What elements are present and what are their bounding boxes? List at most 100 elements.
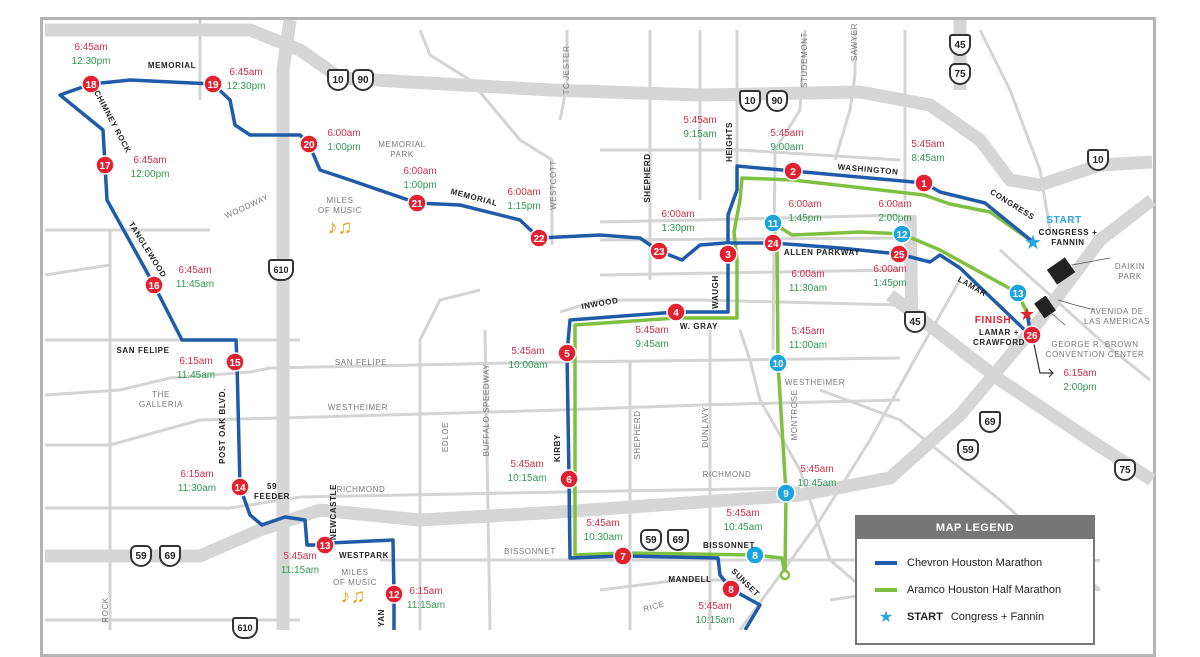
daikin-park-block [1046,257,1076,285]
split-time-label: 6:00am 1:30pm [661,208,694,236]
half-mile-marker: 8 [745,545,765,565]
street-label: RICHMOND [702,470,752,479]
pace-time: 10:15am [507,473,547,484]
marker-number: 26 [1026,331,1038,342]
marker-number: 19 [207,80,219,91]
half-mile-marker: 9 [776,483,796,503]
pace-time: 11:15am [406,600,446,611]
marathon-mile-marker: 26 [1022,325,1042,345]
street-label: WESTPARK [339,551,389,560]
interstate-shield-icon: 45 [949,34,971,56]
music-notes-icon: ♪♫ [340,585,366,608]
split-time-label: 6:15am 11:15am [407,585,445,613]
pace-time: 1:30pm [661,223,695,234]
marathon-mile-marker: 12 [384,584,404,604]
start-time: 5:45am [586,518,620,529]
pace-time: 10:30am [583,532,623,543]
legend-start-word: START [907,610,943,623]
street-label: EDLOE [441,421,450,453]
street-label: MEMORIAL PARK [378,140,426,159]
start-time: 5:45am [283,551,317,562]
pace-time: 11:45am [176,370,216,381]
start-time: 6:00am [873,264,907,275]
marker-number: 10 [772,359,784,370]
marker-circle [718,244,738,264]
street-label: BISSONNET [702,541,756,550]
street-label: MEMORIAL [147,61,197,70]
pace-time: 10:15am [695,615,735,626]
marker-circle [559,469,579,489]
marker-number: 25 [893,250,905,261]
marker-circle [95,155,115,175]
pace-time: 11:30am [177,483,217,494]
half-marathon-line-swatch [875,587,897,592]
marker-circle [144,275,164,295]
street-label: TC JESTER [562,45,571,95]
pace-time: 9:45am [635,339,669,350]
start-time: 5:45am [726,508,760,519]
legend-item-start: ★ START Congress + Fannin [857,603,1093,630]
street-label: STUDEMONT [800,31,809,89]
street-label: MILES OF MUSIC [333,568,377,587]
start-time: 5:45am [510,459,544,470]
start-time: 6:45am [133,155,167,166]
marker-number: 12 [896,230,908,241]
marker-circle [315,535,335,555]
pace-time: 2:00pm [1063,382,1097,393]
street-label: WESTHEIMER [784,378,846,387]
marker-circle [407,193,427,213]
finish-star-icon: ★ [1019,304,1035,324]
street-label: DAIKIN PARK [1114,262,1146,281]
marathon-mile-marker: 16 [144,275,164,295]
pace-time: 12:30pm [226,81,266,92]
marker-circle [745,545,765,565]
marathon-mile-marker: 15 [225,352,245,372]
marker-circle [613,546,633,566]
marathon-mile-marker: 24 [763,233,783,253]
star-icon: ★ [878,608,894,626]
marker-circle [557,343,577,363]
half-mile-marker: 11 [763,213,783,233]
us-highway-shield-icon: 59 [957,439,979,461]
start-time: 6:00am [661,209,695,220]
start-time: 6:15am [409,586,443,597]
marker-number: 16 [148,281,160,292]
half-mile-marker: 13 [1008,283,1028,303]
street-label: ROCK [101,597,110,623]
marker-number: 4 [673,308,679,319]
pace-time: 2:00pm [878,213,912,224]
half-mile-marker: 12 [892,224,912,244]
pace-time: 12:30pm [71,56,111,67]
half-turnaround-point [779,569,791,581]
pace-time: 1:00pm [327,142,361,153]
pace-time: 10:00am [508,360,548,371]
venue-leader-lines [1049,257,1111,326]
marker-circle [721,579,741,599]
marker-circle [649,241,669,261]
marker-number: 11 [768,219,779,230]
street-label: WESTCOTT [549,160,558,210]
marker-number: 21 [411,199,423,210]
half-marathon-route [573,176,1035,576]
interstate-shield-icon: 10 [1087,149,1109,171]
street-label: LAMAR + CRAWFORD [973,328,1025,347]
street-label: WESTHEIMER [327,403,389,412]
marker-circle [768,353,788,373]
marker-number: 12 [388,590,400,601]
start-time: 6:00am [327,128,361,139]
street-label: SHEPHERD [643,153,652,203]
marker-circle [783,161,803,181]
street-label: POST OAK BLVD. [218,388,227,464]
marker-circle [225,352,245,372]
marathon-mile-marker: 25 [889,244,909,264]
